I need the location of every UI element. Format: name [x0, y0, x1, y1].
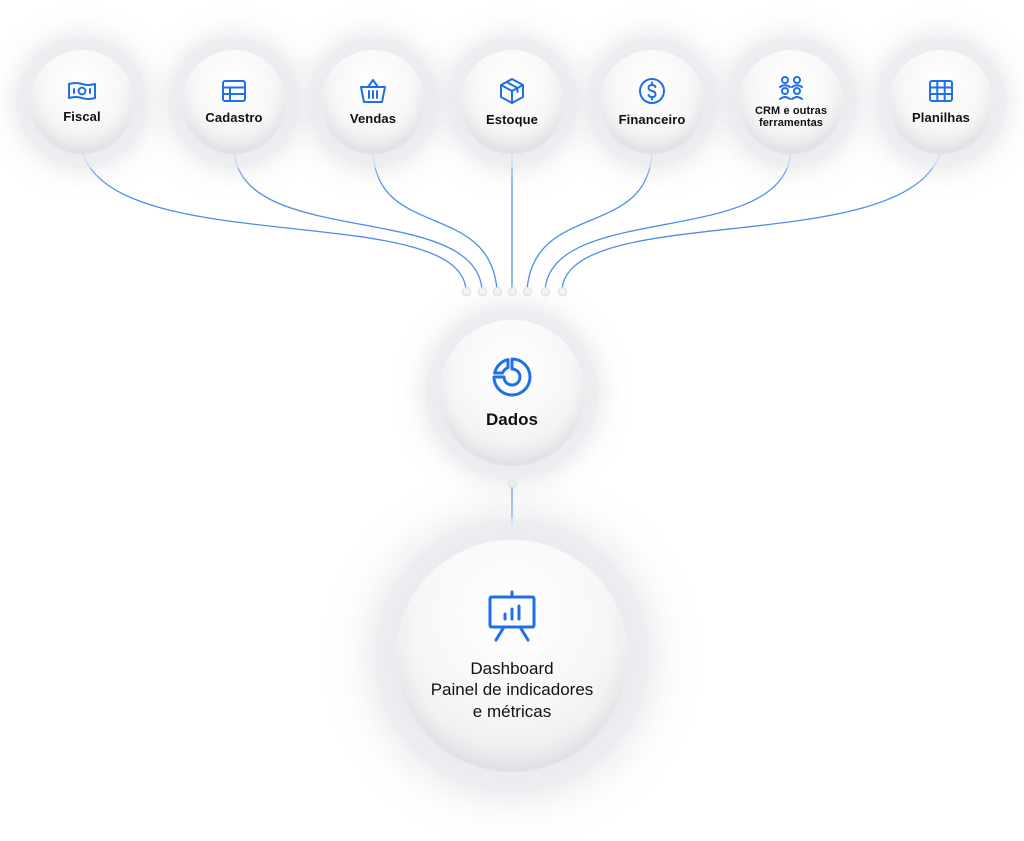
users-group-icon [777, 75, 805, 101]
connector-financeiro [526, 149, 653, 291]
port-dados-in-2 [478, 287, 486, 295]
node-label-cadastro: Cadastro [205, 109, 263, 125]
connector-vendas [372, 149, 498, 291]
node-planilhas: Planilhas [889, 50, 993, 154]
dashboard-subtitle-line2: e métricas [472, 701, 552, 721]
node-label-fiscal: Fiscal [63, 108, 101, 124]
port-dados-out [508, 479, 516, 487]
connector-fiscal [81, 149, 467, 291]
node-label-dados: Dados [486, 410, 538, 429]
banknote-icon [67, 80, 97, 102]
node-dados: Dados [439, 320, 585, 466]
node-label-estoque: Estoque [486, 111, 538, 127]
node-label-crm: CRM e outras ferramentas [755, 105, 827, 129]
node-fiscal: Fiscal [30, 50, 134, 154]
port-dados-in-1 [462, 287, 470, 295]
node-label-crm-line1: CRM e outras [754, 104, 828, 117]
connector-planilhas [561, 149, 942, 291]
connector-cadastro [233, 149, 483, 291]
dashboard-subtitle-line1: Painel de indicadores [430, 680, 594, 700]
node-label-financeiro: Financeiro [618, 111, 686, 127]
node-label-dashboard: Dashboard Painel de indicadores e métric… [431, 658, 594, 722]
connector-crm [544, 149, 792, 291]
node-vendas: Vendas [321, 50, 425, 154]
pie-chart-icon [491, 356, 533, 398]
spreadsheet-grid-icon [928, 79, 954, 103]
node-label-planilhas: Planilhas [912, 109, 970, 125]
box-icon [499, 77, 525, 105]
port-dados-in-3 [493, 287, 501, 295]
presentation-board-icon [485, 590, 539, 642]
node-estoque: Estoque [460, 50, 564, 154]
node-label-vendas: Vendas [349, 110, 397, 126]
port-dados-in-7 [558, 287, 566, 295]
node-cadastro: Cadastro [182, 50, 286, 154]
node-label-crm-line2: ferramentas [758, 117, 824, 129]
node-financeiro: Financeiro [600, 50, 704, 154]
port-dados-in-5 [523, 287, 531, 295]
port-dados-in-4 [508, 287, 516, 295]
shopping-basket-icon [359, 78, 387, 104]
node-crm: CRM e outras ferramentas [739, 50, 843, 154]
dashboard-title: Dashboard [470, 659, 554, 679]
table-list-icon [221, 79, 247, 103]
dollar-circle-icon [638, 77, 666, 105]
node-dashboard: Dashboard Painel de indicadores e métric… [396, 540, 628, 772]
port-dados-in-6 [541, 287, 549, 295]
